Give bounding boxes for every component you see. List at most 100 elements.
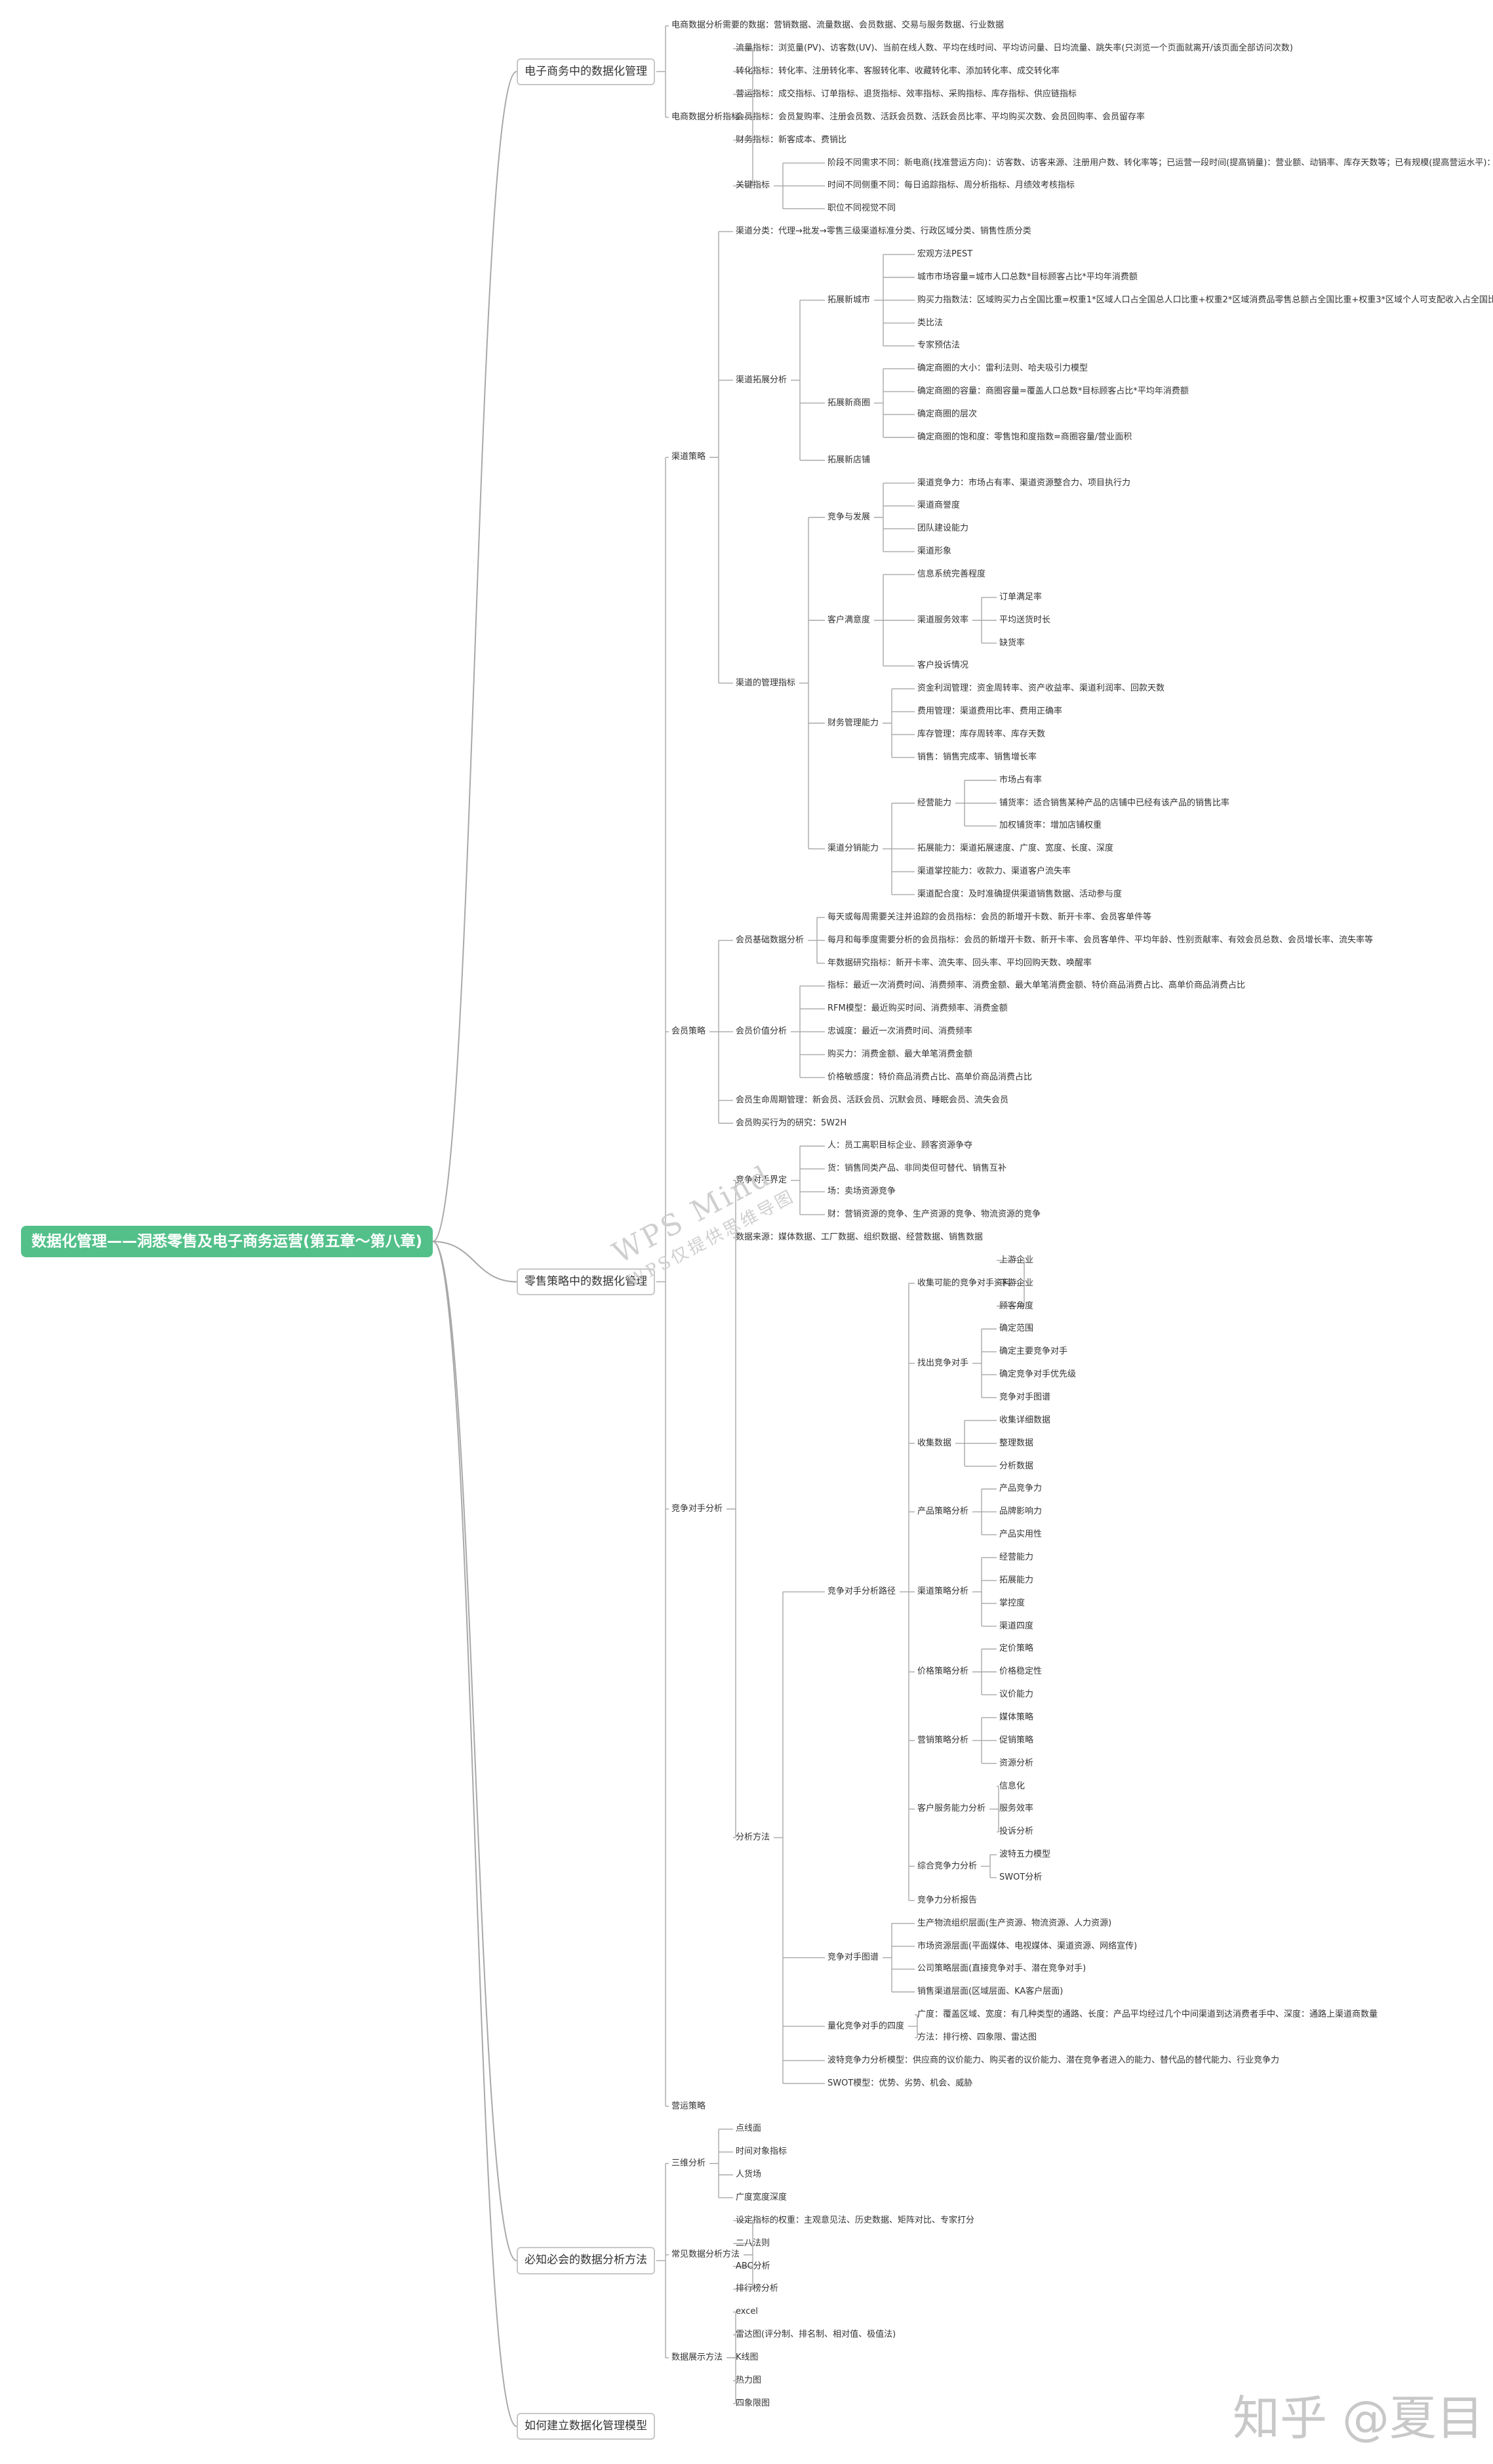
leaf-node[interactable]: 渠道掌控能力：收款力、渠道客户流失率	[917, 866, 1071, 877]
leaf-node[interactable]: 确定范围	[999, 1323, 1034, 1334]
leaf-node[interactable]: 宏观方法PEST	[917, 249, 973, 259]
topic-node[interactable]: 数据展示方法	[671, 2352, 723, 2362]
leaf-node[interactable]: 缺货率	[999, 637, 1025, 648]
leaf-node[interactable]: 会员购买行为的研究：5W2H	[736, 1118, 847, 1128]
topic-node[interactable]: 拓展新城市	[827, 294, 871, 305]
leaf-node[interactable]: 市场占有率	[999, 775, 1043, 785]
leaf-node[interactable]: 忠诚度：最近一次消费时间、消费频率	[827, 1026, 973, 1037]
leaf-node[interactable]: 渠道形象	[917, 546, 952, 557]
topic-node[interactable]: 电商数据分析指标	[671, 111, 740, 122]
leaf-node[interactable]: 热力图	[736, 2375, 762, 2385]
leaf-node[interactable]: 竞争力分析报告	[917, 1895, 978, 1905]
topic-node[interactable]: 会员价值分析	[736, 1026, 787, 1037]
leaf-node[interactable]: 流量指标：浏览量(PV)、访客数(UV)、当前在线人数、平均在线时间、平均访问量…	[736, 43, 1293, 54]
leaf-node[interactable]: 公司策略层面(直接竞争对手、潜在竞争对手)	[917, 1964, 1086, 1974]
leaf-node[interactable]: excel	[736, 2307, 758, 2317]
leaf-node[interactable]: 四象限图	[736, 2398, 770, 2408]
topic-node[interactable]: 会员策略	[671, 1026, 706, 1037]
leaf-node[interactable]: 库存管理：库存周转率、库存天数	[917, 729, 1046, 740]
topic-node[interactable]: 客户满意度	[827, 615, 871, 625]
leaf-node[interactable]: 拓展能力	[999, 1575, 1034, 1585]
topic-node[interactable]: 分析方法	[736, 1832, 770, 1842]
leaf-node[interactable]: 竞争对手图谱	[999, 1392, 1051, 1402]
topic-node[interactable]: 竞争对手图谱	[827, 1952, 879, 1962]
leaf-node[interactable]: 场：卖场资源竞争	[827, 1186, 896, 1197]
leaf-node[interactable]: 城市市场容量=城市人口总数*目标顾客占比*平均年消费额	[917, 272, 1138, 282]
leaf-node[interactable]: 类比法	[917, 317, 944, 328]
leaf-node[interactable]: 人货场	[736, 2170, 762, 2180]
leaf-node[interactable]: 定价策略	[999, 1644, 1034, 1654]
leaf-node[interactable]: 媒体策略	[999, 1712, 1034, 1722]
topic-node[interactable]: 常见数据分析方法	[671, 2250, 740, 2260]
leaf-node[interactable]: 渠道配合度：及时准确提供渠道销售数据、活动参与度	[917, 889, 1123, 900]
leaf-node[interactable]: 收集详细数据	[999, 1415, 1051, 1425]
leaf-node[interactable]: SWOT分析	[999, 1872, 1043, 1882]
topic-node[interactable]: 会员基础数据分析	[736, 935, 805, 945]
leaf-node[interactable]: 加权铺货率：增加店铺权重	[999, 820, 1102, 831]
leaf-node[interactable]: 品牌影响力	[999, 1506, 1043, 1517]
leaf-node[interactable]: 促销策略	[999, 1735, 1034, 1745]
root-node[interactable]: 数据化管理——洞悉零售及电子商务运营(第五章～第八章)	[21, 1225, 433, 1258]
leaf-node[interactable]: 购买力：消费金额、最大单笔消费金额	[827, 1049, 973, 1060]
leaf-node[interactable]: 团队建设能力	[917, 523, 969, 534]
leaf-node[interactable]: 时间不同侧重不同：每日追踪指标、周分析指标、月绩效考核指标	[827, 180, 1075, 191]
leaf-node[interactable]: 指标：最近一次消费时间、消费频率、消费金额、最大单笔消费金额、特价商品消费占比、…	[827, 980, 1246, 991]
leaf-node[interactable]: 确定主要竞争对手	[999, 1346, 1068, 1357]
leaf-node[interactable]: 上游企业	[999, 1255, 1034, 1265]
leaf-node[interactable]: 财：营销资源的竞争、生产资源的竞争、物流资源的竞争	[827, 1209, 1041, 1220]
leaf-node[interactable]: 资源分析	[999, 1758, 1034, 1768]
leaf-node[interactable]: 整理数据	[999, 1438, 1034, 1448]
leaf-node[interactable]: 购买力指数法：区域购买力占全国比重=权重1*区域人口占全国总人口比重+权重2*区…	[917, 294, 1493, 305]
leaf-node[interactable]: 资金利润管理：资金周转率、资产收益率、渠道利润率、回款天数	[917, 683, 1165, 694]
topic-node[interactable]: 收集数据	[917, 1438, 952, 1448]
branch-node[interactable]: 必知必会的数据分析方法	[517, 2247, 655, 2274]
leaf-node[interactable]: 时间对象指标	[736, 2147, 787, 2157]
leaf-node[interactable]: 市场资源层面(平面媒体、电视媒体、渠道资源、网络宣传)	[917, 1941, 1138, 1951]
leaf-node[interactable]: 费用管理：渠道费用比率、费用正确率	[917, 706, 1063, 717]
leaf-node[interactable]: 经营能力	[999, 1552, 1034, 1562]
leaf-node[interactable]: 设定指标的权重：主观意见法、历史数据、矩阵对比、专家打分	[736, 2215, 975, 2225]
topic-node[interactable]: 竞争与发展	[827, 512, 871, 522]
leaf-node[interactable]: 年数据研究指标：新开卡率、流失率、回头率、平均回购天数、唤醒率	[827, 958, 1092, 968]
topic-node[interactable]: 渠道服务效率	[917, 615, 969, 625]
topic-node[interactable]: 拓展新商圈	[827, 397, 871, 408]
leaf-node[interactable]: 产品竞争力	[999, 1484, 1043, 1494]
leaf-node[interactable]: 信息化	[999, 1781, 1025, 1791]
leaf-node[interactable]: 确定商圈的容量：商圈容量=覆盖人口总数*目标顾客占比*平均年消费额	[917, 386, 1189, 397]
leaf-node[interactable]: 确定商圈的饱和度：零售饱和度指数=商圈容量/营业面积	[917, 432, 1132, 442]
leaf-node[interactable]: 订单满足率	[999, 592, 1043, 602]
leaf-node[interactable]: 平均送货时长	[999, 615, 1051, 625]
topic-node[interactable]: 渠道拓展分析	[736, 374, 787, 385]
leaf-node[interactable]: 渠道商誉度	[917, 500, 961, 511]
leaf-node[interactable]: 电商数据分析需要的数据：营销数据、流量数据、会员数据、交易与服务数据、行业数据	[671, 20, 1005, 31]
leaf-node[interactable]: 拓展新店铺	[827, 454, 871, 465]
leaf-node[interactable]: 财务指标：新客成本、费销比	[736, 134, 847, 145]
leaf-node[interactable]: 确定商圈的层次	[917, 409, 978, 420]
leaf-node[interactable]: 广度：覆盖区域、宽度：有几种类型的通路、长度：产品平均经过几个中间渠道到达消费者…	[917, 2010, 1378, 2020]
leaf-node[interactable]: 波特竞争力分析模型：供应商的议价能力、购买者的议价能力、潜在竞争者进入的能力、替…	[827, 2055, 1280, 2065]
leaf-node[interactable]: 顾客角度	[999, 1301, 1034, 1311]
topic-node[interactable]: 收集可能的竞争对手资料	[917, 1278, 1012, 1288]
leaf-node[interactable]: 议价能力	[999, 1689, 1034, 1700]
topic-node[interactable]: 关键指标	[736, 180, 770, 191]
leaf-node[interactable]: 生产物流组织层面(生产资源、物流资源、人力资源)	[917, 1918, 1112, 1928]
leaf-node[interactable]: 营运指标：成交指标、订单指标、退货指标、效率指标、采购指标、库存指标、供应链指标	[736, 89, 1077, 99]
leaf-node[interactable]: 排行榜分析	[736, 2284, 779, 2294]
leaf-node[interactable]: 阶段不同需求不同：新电商(找准营运方向)：访客数、访客来源、注册用户数、转化率等…	[827, 157, 1493, 168]
leaf-node[interactable]: 服务效率	[999, 1804, 1034, 1814]
topic-node[interactable]: 价格策略分析	[917, 1666, 969, 1677]
topic-node[interactable]: 找出竞争对手	[917, 1358, 969, 1368]
leaf-node[interactable]: 确定竞争对手优先级	[999, 1369, 1077, 1380]
topic-node[interactable]: 渠道分销能力	[827, 843, 879, 854]
leaf-node[interactable]: 数据来源：媒体数据、工厂数据、组织数据、经营数据、销售数据	[736, 1232, 984, 1242]
leaf-node[interactable]: 分析数据	[999, 1461, 1034, 1471]
leaf-node[interactable]: K线图	[736, 2352, 759, 2362]
leaf-node[interactable]: 人：员工离职目标企业、顾客资源争夺	[827, 1141, 973, 1151]
leaf-node[interactable]: 销售渠道层面(区域层面、KA客户层面)	[917, 1987, 1064, 1997]
leaf-node[interactable]: 雷达图(评分制、排名制、相对值、极值法)	[736, 2330, 896, 2340]
topic-node[interactable]: 竞争对手界定	[736, 1175, 787, 1185]
leaf-node[interactable]: 货：销售同类产品、非同类但可替代、销售互补	[827, 1163, 1007, 1174]
leaf-node[interactable]: 价格敏感度：特价商品消费占比、高单价商品消费占比	[827, 1072, 1033, 1082]
leaf-node[interactable]: 方法：排行榜、四象限、雷达图	[917, 2032, 1037, 2042]
leaf-node[interactable]: 转化指标：转化率、注册转化率、客服转化率、收藏转化率、添加转化率、成交转化率	[736, 66, 1060, 77]
